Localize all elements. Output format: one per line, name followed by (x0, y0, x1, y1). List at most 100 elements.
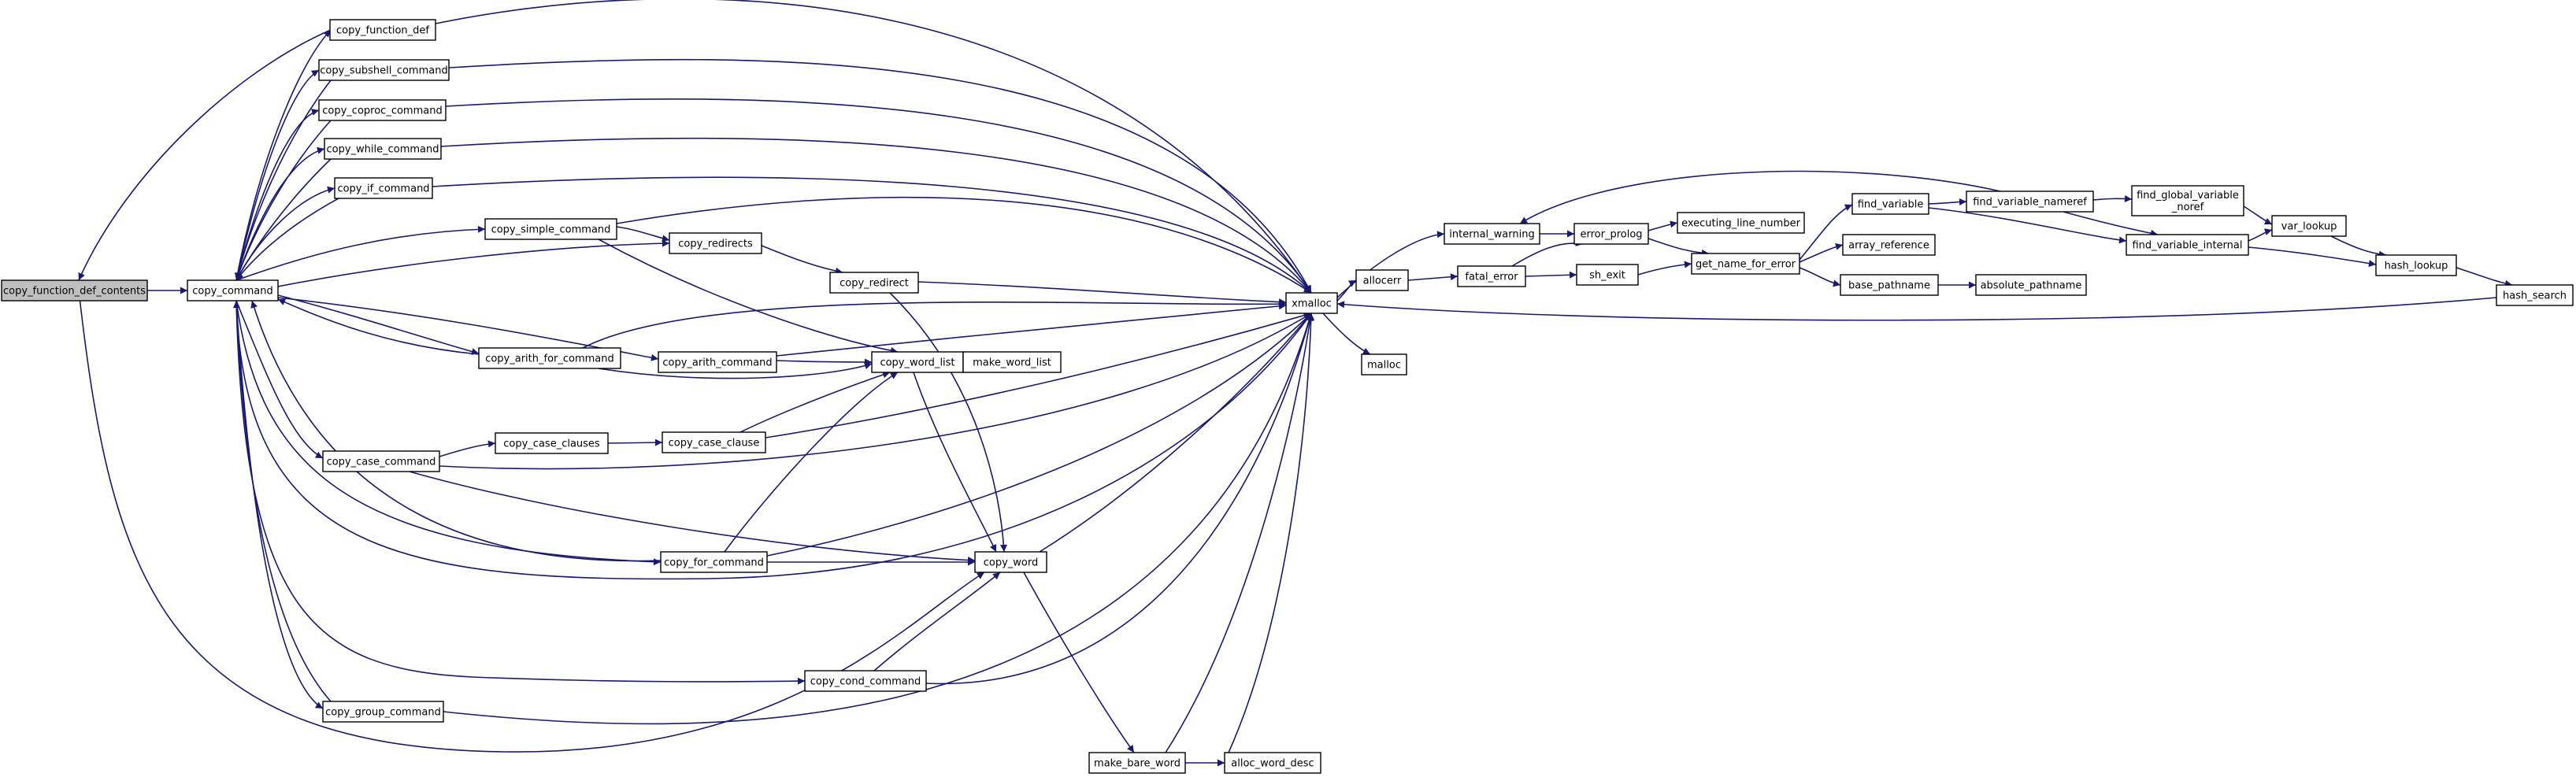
node-make_bare_word[interactable]: make_bare_word (1088, 752, 1186, 774)
node-allocerr[interactable]: allocerr (1355, 269, 1409, 291)
edge-copy_case_clause-to-xmalloc (765, 312, 1312, 438)
node-box (658, 351, 777, 373)
node-box (2131, 185, 2244, 216)
node-label: copy_function_def_contents (3, 286, 146, 298)
edge-error_prolog-to-executing_line_number (1648, 220, 1678, 231)
edge-copy_coproc_command-to-copy_command (235, 120, 332, 281)
node-copy_if_command[interactable]: copy_if_command (334, 177, 433, 199)
edge-copy_word-to-xmalloc (1039, 313, 1312, 553)
edge-copy_simple_command-to-xmalloc (616, 196, 1312, 294)
edge-copy_command-to-copy_function_def (235, 29, 332, 281)
node-label: copy_subshell_command (320, 65, 447, 77)
node-copy_function_def_contents[interactable]: copy_function_def_contents (1, 279, 148, 302)
node-label: allocerr (1363, 276, 1402, 287)
node-find_variable_internal[interactable]: find_variable_internal (2126, 234, 2249, 256)
node-copy_coproc_command[interactable]: copy_coproc_command (318, 99, 447, 121)
edge-find_variable-to-find_variable_internal (1928, 207, 2127, 244)
node-alloc_word_desc[interactable]: alloc_word_desc (1224, 752, 1321, 774)
node-label: internal_warning (1449, 229, 1534, 241)
node-copy_word[interactable]: copy_word (974, 551, 1047, 573)
node-copy_case_clauses[interactable]: copy_case_clauses (495, 432, 609, 454)
node-malloc[interactable]: malloc (1361, 353, 1407, 376)
node-box (322, 450, 440, 472)
edge-get_name_for_error-to-array_reference (1799, 242, 1844, 263)
edge-copy_subshell_command-to-copy_command (234, 80, 332, 281)
node-find_variable_nameref[interactable]: find_variable_nameref (1966, 191, 2094, 213)
node-label: var_lookup (2281, 221, 2337, 233)
node-label: error_prolog (1580, 229, 1642, 241)
node-var_lookup[interactable]: var_lookup (2271, 215, 2347, 237)
node-box (1285, 292, 1338, 314)
node-label: copy_case_clause (669, 438, 760, 450)
node-array_reference[interactable]: array_reference (1842, 234, 1936, 256)
node-internal_warning[interactable]: internal_warning (1444, 223, 1540, 245)
node-make_word_list[interactable]: make_word_list (962, 351, 1062, 373)
edge-alloc_word_desc-to-xmalloc (1228, 313, 1315, 753)
edge-copy_if_command-to-copy_command (235, 198, 339, 281)
node-box (334, 177, 433, 199)
node-copy_command[interactable]: copy_command (187, 279, 279, 302)
node-label: find_variable_nameref (1973, 197, 2087, 209)
node-label: copy_simple_command (491, 224, 611, 236)
edge-copy_command-to-copy_simple_command (235, 225, 486, 281)
node-copy_arith_command[interactable]: copy_arith_command (658, 351, 777, 373)
node-sh_exit[interactable]: sh_exit (1576, 264, 1639, 286)
node-label: malloc (1367, 360, 1401, 372)
edge-copy_arith_command-to-copy_word_list (776, 358, 873, 366)
node-error_prolog[interactable]: error_prolog (1573, 223, 1649, 245)
node-fatal_error[interactable]: fatal_error (1457, 265, 1526, 287)
node-copy_while_command[interactable]: copy_while_command (324, 138, 442, 160)
node-box (1573, 223, 1649, 245)
node-hash_lookup[interactable]: hash_lookup (2375, 254, 2457, 276)
node-box (1842, 234, 1936, 256)
node-box (660, 551, 768, 573)
node-copy_redirect[interactable]: copy_redirect (829, 272, 919, 294)
edge-copy_function_def-to-copy_function_def_contents (78, 29, 332, 281)
node-box (804, 670, 927, 692)
edge-allocerr-to-fatal_error (1407, 273, 1458, 281)
node-label: copy_redirects (678, 239, 753, 250)
edge-copy_redirect-to-xmalloc (917, 281, 1287, 306)
node-box (1088, 752, 1186, 774)
node-copy_for_command[interactable]: copy_for_command (660, 551, 768, 573)
node-label: copy_redirect (840, 278, 909, 290)
node-label: xmalloc (1292, 298, 1332, 310)
edge-copy_word_list-to-copy_word (913, 372, 997, 553)
node-box (1851, 193, 1929, 215)
node-get_name_for_error[interactable]: get_name_for_error (1691, 253, 1800, 275)
node-box (974, 551, 1047, 573)
node-copy_case_command[interactable]: copy_case_command (322, 450, 440, 472)
edge-copy_arith_command-to-xmalloc (776, 302, 1287, 357)
node-copy_redirects[interactable]: copy_redirects (669, 232, 762, 254)
node-copy_cond_command[interactable]: copy_cond_command (804, 670, 927, 692)
node-label: copy_while_command (326, 144, 439, 156)
edge-copy_case_command-to-xmalloc (439, 313, 1312, 470)
node-base_pathname[interactable]: base_pathname (1840, 274, 1939, 296)
node-copy_function_def[interactable]: copy_function_def (329, 19, 436, 41)
node-copy_case_clause[interactable]: copy_case_clause (662, 431, 766, 453)
node-find_variable[interactable]: find_variable (1851, 193, 1929, 215)
node-copy_word_list[interactable]: copy_word_list (871, 351, 964, 373)
node-xmalloc[interactable]: xmalloc (1285, 292, 1338, 314)
node-box (2496, 284, 2574, 306)
node-box (1457, 265, 1526, 287)
node-copy_arith_for_command[interactable]: copy_arith_for_command (478, 347, 621, 369)
edge-copy_function_def_contents-to-copy_word (78, 290, 985, 753)
edge-copy_for_command-to-copy_command (250, 300, 662, 562)
node-label: absolute_pathname (1981, 280, 2082, 292)
node-hash_search[interactable]: hash_search (2496, 284, 2574, 306)
node-label: copy_case_command (327, 457, 436, 468)
node-copy_group_command[interactable]: copy_group_command (322, 701, 444, 723)
edge-copy_command-to-copy_subshell_command (235, 69, 320, 281)
node-copy_subshell_command[interactable]: copy_subshell_command (318, 59, 450, 81)
node-executing_line_number[interactable]: executing_line_number (1677, 212, 1805, 234)
node-box (669, 232, 762, 254)
edge-find_variable_internal-to-var_lookup (2248, 228, 2273, 242)
node-box (478, 347, 621, 369)
node-box (1576, 264, 1639, 286)
node-absolute_pathname[interactable]: absolute_pathname (1975, 274, 2087, 296)
node-copy_simple_command[interactable]: copy_simple_command (484, 218, 617, 240)
node-find_global_variable_noref[interactable]: find_global_variable_noref (2131, 185, 2244, 216)
